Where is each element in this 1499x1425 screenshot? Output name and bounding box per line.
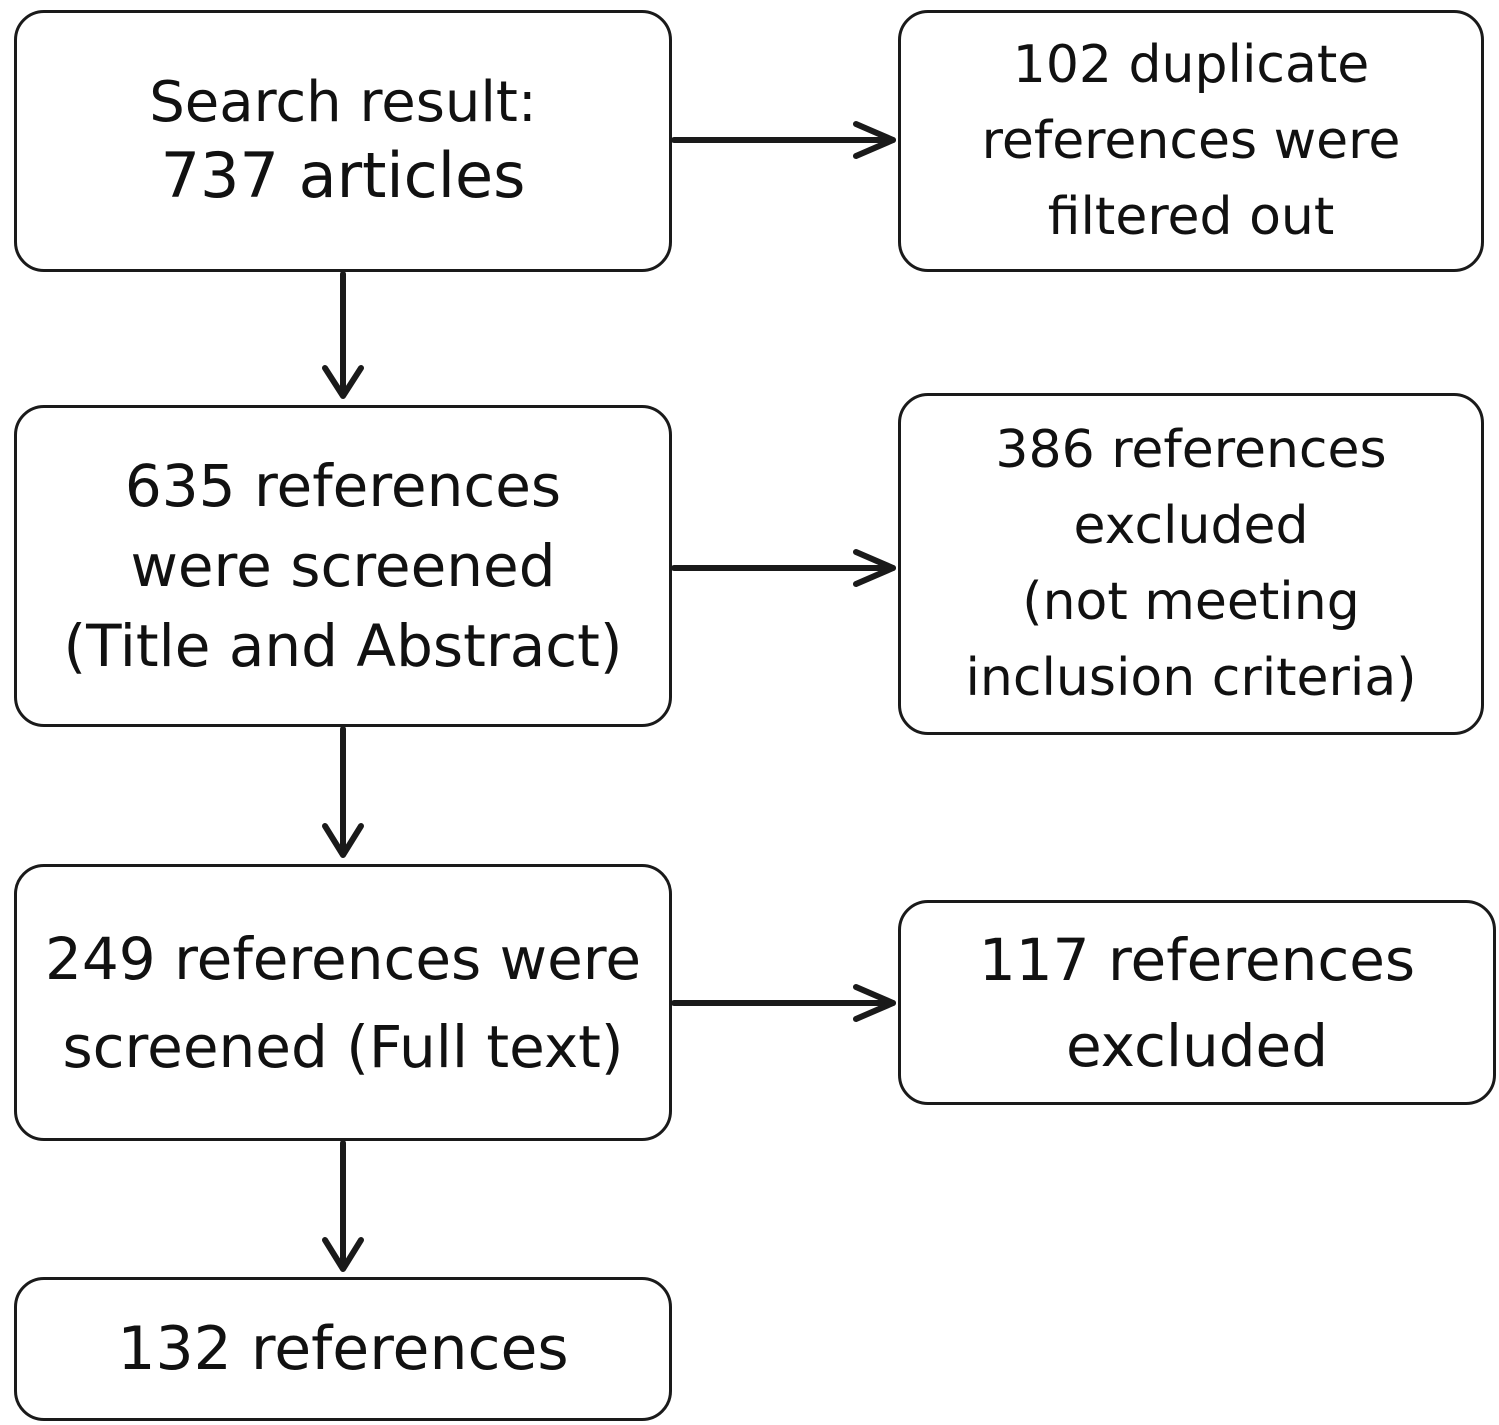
excluded-criteria-line-4: inclusion criteria) xyxy=(965,648,1417,708)
full-text-screening-box: 249 references were screened (Full text) xyxy=(14,864,672,1141)
search-result-line-1: Search result: xyxy=(149,70,537,135)
arrow-fulltext-to-final xyxy=(322,1140,364,1272)
search-result-box: Search result: 737 articles xyxy=(14,10,672,272)
full-text-line-2: screened (Full text) xyxy=(62,1012,624,1081)
excluded-criteria-box: 386 references excluded (not meeting inc… xyxy=(898,393,1484,735)
arrow-search-to-screening xyxy=(322,271,364,399)
arrow-search-to-duplicates xyxy=(671,121,896,159)
search-result-line-2: 737 articles xyxy=(160,139,526,212)
arrow-screening-to-excluded xyxy=(671,549,896,587)
title-abstract-line-1: 635 references xyxy=(124,452,562,520)
excluded-full-line-2: excluded xyxy=(1065,1011,1329,1080)
duplicates-line-3: filtered out xyxy=(1047,187,1335,247)
title-abstract-line-3: (Title and Abstract) xyxy=(63,612,623,680)
duplicates-box: 102 duplicate references were filtered o… xyxy=(898,10,1484,272)
title-abstract-screening-box: 635 references were screened (Title and … xyxy=(14,405,672,727)
final-references-line: 132 references xyxy=(117,1314,569,1384)
duplicates-line-2: references were xyxy=(981,111,1401,171)
duplicates-line-1: 102 duplicate xyxy=(1012,35,1370,95)
final-references-box: 132 references xyxy=(14,1277,672,1421)
arrow-fulltext-to-excluded xyxy=(671,984,896,1022)
excluded-criteria-line-2: excluded xyxy=(1073,496,1309,556)
excluded-criteria-line-1: 386 references xyxy=(995,420,1387,480)
title-abstract-line-2: were screened xyxy=(130,532,556,600)
full-text-line-1: 249 references were xyxy=(44,924,642,993)
excluded-full-line-1: 117 references xyxy=(978,925,1416,994)
arrow-screening-to-fulltext xyxy=(322,726,364,858)
excluded-full-text-box: 117 references excluded xyxy=(898,900,1496,1105)
excluded-criteria-line-3: (not meeting xyxy=(1022,572,1360,632)
